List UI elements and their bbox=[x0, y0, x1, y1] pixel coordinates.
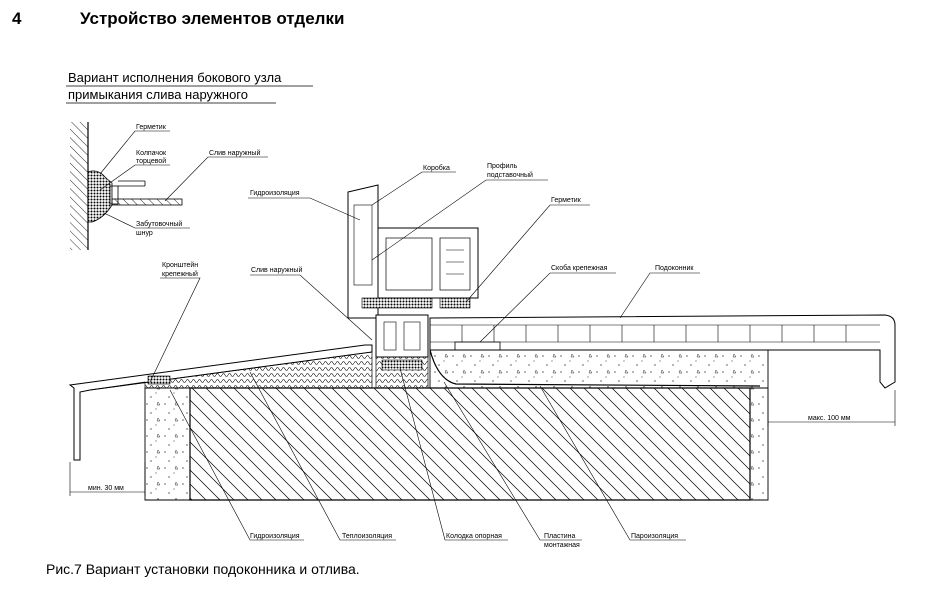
label-kronshtein-1: Кронштейн bbox=[162, 261, 198, 269]
main-section: макс. 100 мм мин. 30 мм Коробка Профиль bbox=[68, 163, 896, 549]
detail-title-line2: примыкания слива наружного bbox=[68, 87, 248, 102]
figure-caption: Рис.7 Вариант установки подоконника и от… bbox=[46, 561, 360, 577]
label-kolodka: Колодка опорная bbox=[446, 533, 502, 540]
label-gidro-bottom: Гидроизоляция bbox=[250, 533, 300, 540]
label-profil-1: Профиль bbox=[487, 163, 518, 170]
main-leaders bbox=[149, 171, 700, 541]
section-title: Устройство элементов отделки bbox=[80, 9, 345, 28]
label-shnur-2: шнур bbox=[136, 230, 153, 237]
label-teplo: Теплоизоляция bbox=[342, 533, 392, 540]
label-kolpachok-2: торцевой bbox=[136, 157, 166, 165]
label-kronshtein-2: крепежный bbox=[162, 270, 198, 278]
side-junction-detail: Вариант исполнения бокового узла примыка… bbox=[66, 70, 313, 250]
dimension-max-100 bbox=[767, 390, 896, 426]
label-profil-2: подставочный bbox=[487, 171, 533, 179]
label-paro: Пароизоляция bbox=[631, 533, 678, 540]
label-kolpachok-1: Колпачок bbox=[136, 150, 167, 157]
detail-leaders bbox=[99, 130, 268, 229]
dimension-min-30 bbox=[69, 462, 146, 496]
label-sliv: Слив наружный bbox=[251, 266, 302, 274]
label-min: мин. 30 мм bbox=[88, 485, 124, 492]
label-shnur-1: Забутовочный bbox=[136, 220, 182, 228]
label-maks: макс. 100 мм bbox=[808, 415, 851, 422]
label-korobka: Коробка bbox=[423, 164, 450, 172]
label-germetik: Герметик bbox=[551, 197, 582, 204]
section-number: 4 bbox=[12, 9, 22, 28]
label-podokonnik: Подоконник bbox=[655, 265, 694, 272]
detail-title-line1: Вариант исполнения бокового узла bbox=[68, 70, 282, 85]
label-sliv-detail: Слив наружный bbox=[209, 149, 260, 157]
label-germetik-detail: Герметик bbox=[136, 124, 167, 131]
label-gidro-top: Гидроизоляция bbox=[250, 190, 300, 197]
label-plastina-2: монтажная bbox=[544, 542, 580, 549]
label-skoba: Скоба крепежная bbox=[551, 264, 608, 272]
label-plastina-1: Пластина bbox=[544, 533, 575, 540]
